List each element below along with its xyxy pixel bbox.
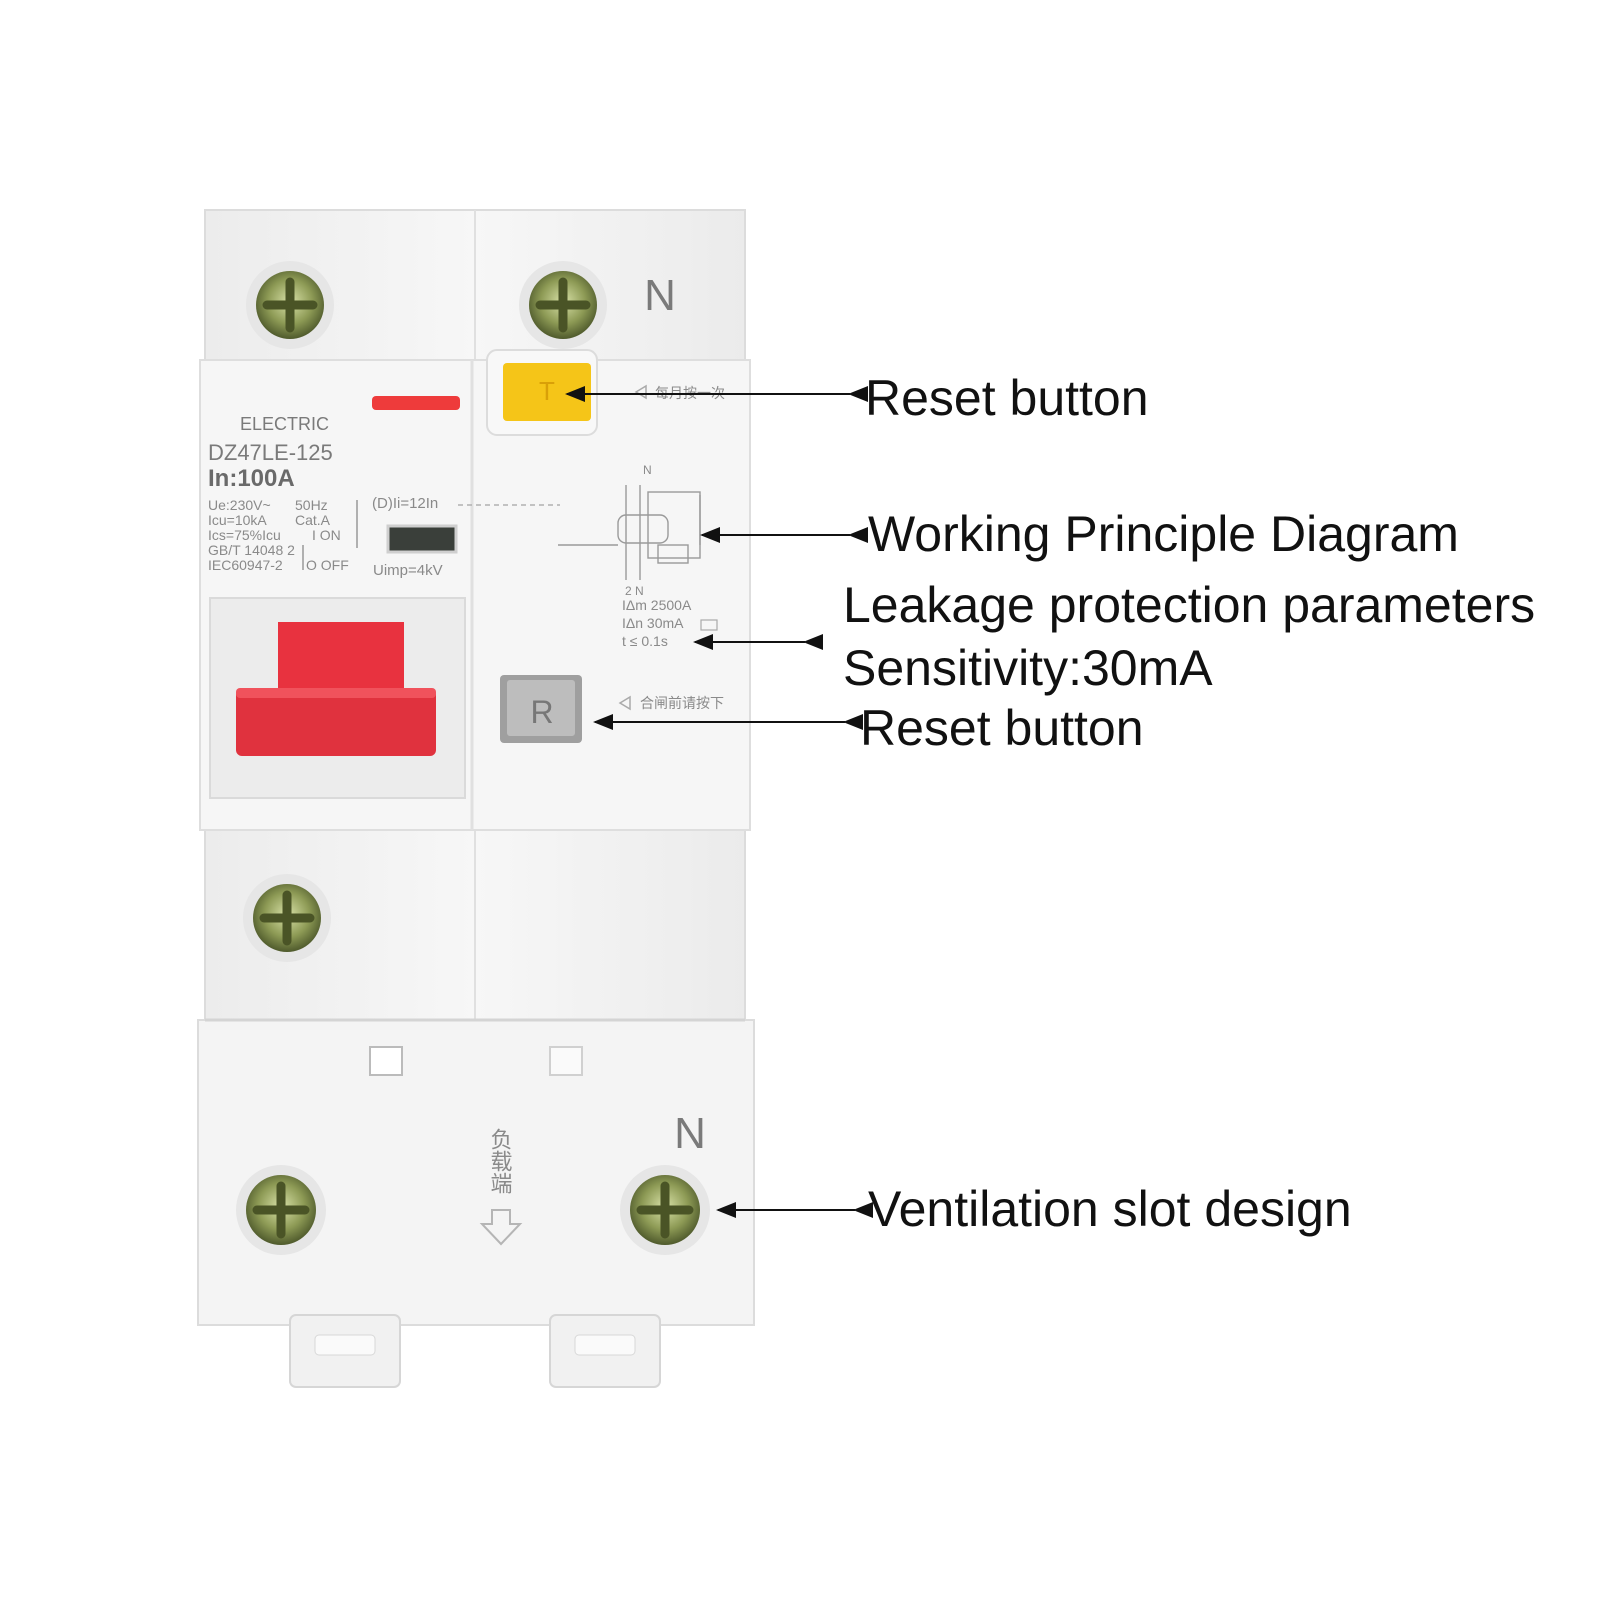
terminal-screw-top-right bbox=[519, 261, 607, 349]
test-button[interactable]: T bbox=[486, 349, 598, 436]
terminal-screw-top-left bbox=[246, 261, 334, 349]
diagram-bottom-label: 2 N bbox=[625, 584, 644, 598]
uimp-label: Uimp=4kV bbox=[373, 562, 443, 579]
reset-button-letter: R bbox=[530, 694, 553, 730]
neutral-label-top: N bbox=[644, 271, 676, 320]
din-clip-left bbox=[289, 1314, 401, 1388]
callout-sensitivity: Sensitivity:30mA bbox=[843, 640, 1213, 696]
spec-line: GB/T 14048 2 bbox=[208, 542, 295, 558]
spec-line: Ue:230V~ bbox=[208, 497, 271, 513]
contact-window bbox=[386, 524, 458, 554]
terminal-screw-bottom-left bbox=[236, 1165, 326, 1255]
callout-diagram: Working Principle Diagram bbox=[868, 506, 1459, 562]
spec-line: 50Hz bbox=[295, 497, 328, 513]
callout-reset-button: Reset button bbox=[860, 700, 1144, 756]
reset-note: 合闸前请按下 bbox=[640, 695, 724, 711]
model-label: DZ47LE-125 bbox=[208, 440, 333, 465]
neutral-label-bottom: N bbox=[674, 1109, 706, 1158]
terminal-screw-middle-left bbox=[243, 874, 331, 962]
diagram-top-label: N bbox=[643, 463, 652, 477]
callout-ventilation: Ventilation slot design bbox=[868, 1181, 1352, 1237]
status-indicator bbox=[372, 396, 460, 410]
din-clip-right bbox=[549, 1314, 661, 1388]
brand-label: ELECTRIC bbox=[240, 414, 329, 434]
spec-line: Icu=10kA bbox=[208, 512, 267, 528]
leak-param: IΔm 2500A bbox=[622, 597, 692, 613]
reset-button[interactable]: R bbox=[500, 675, 582, 743]
callout-leakage-title: Leakage protection parameters bbox=[843, 577, 1536, 633]
trip-characteristic: (D)Ii=12In bbox=[372, 495, 438, 512]
spec-line: IEC60947-2 bbox=[208, 557, 283, 573]
spec-line: Ics=75%Icu bbox=[208, 527, 281, 543]
ventilation-slot-left bbox=[369, 1046, 403, 1076]
terminal-screw-bottom-right bbox=[620, 1165, 710, 1255]
load-side-label: 负载端 bbox=[488, 1128, 513, 1194]
off-label: O OFF bbox=[306, 557, 349, 573]
leak-param: t ≤ 0.1s bbox=[622, 633, 668, 649]
leak-param: IΔn 30mA bbox=[622, 615, 684, 631]
test-button-letter: T bbox=[539, 376, 555, 406]
spec-line: Cat.A bbox=[295, 512, 331, 528]
toggle-handle[interactable] bbox=[209, 597, 466, 799]
on-label: I ON bbox=[312, 527, 341, 543]
down-arrow-icon bbox=[479, 1209, 523, 1246]
ventilation-slot-right bbox=[549, 1046, 583, 1076]
rated-current-label: In:100A bbox=[208, 465, 295, 492]
callout-test-button: Reset button bbox=[865, 370, 1149, 426]
